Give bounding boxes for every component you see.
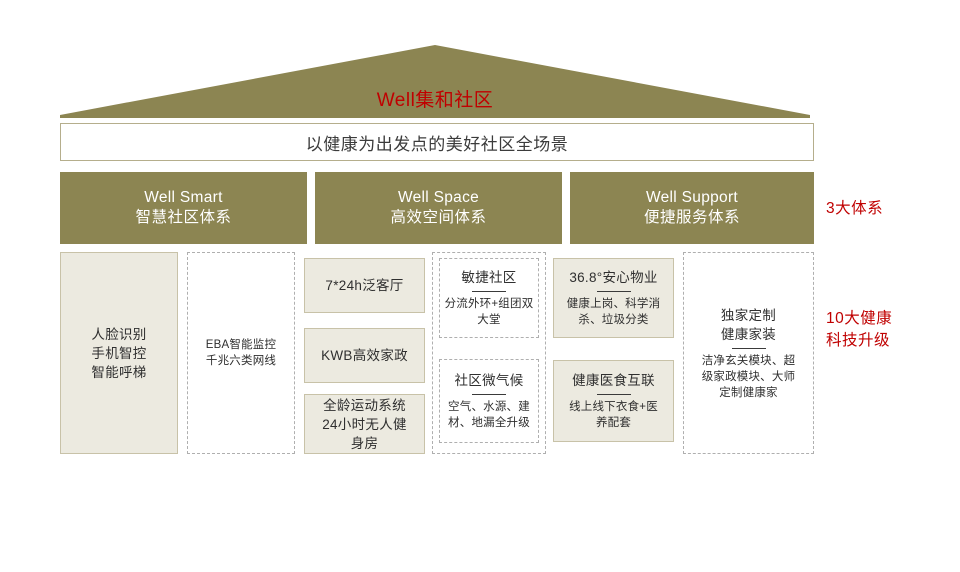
feature-column-space-left: 7*24h泛客厅 KWB高效家政 全龄运动系统 24小时无人健 身房 [304,252,425,457]
divider-rule [472,394,506,395]
divider-rule [596,291,631,292]
feature-column-support-left: 36.8°安心物业 健康上岗、科学消 杀、垃圾分类 健康医食互联 线上线下衣食+… [553,252,674,457]
feature-card-title: 健康医食互联 [572,373,655,388]
pillar-header-row: Well Smart 智慧社区体系 Well Space 高效空间体系 Well… [60,172,814,244]
feature-card-title: 7*24h泛客厅 [325,278,404,293]
pillar-header-well-space[interactable]: Well Space 高效空间体系 [315,172,562,244]
feature-line: EBA智能监控 [205,339,277,351]
pillar-header-cn: 高效空间体系 [390,209,487,226]
roof-triangle-icon [60,45,810,118]
feature-line: 手机智控 [91,345,147,361]
annotation-three-systems: 3大体系 [826,200,884,217]
pillar-header-en: Well Space [397,189,480,206]
feature-card-724h-lounge[interactable]: 7*24h泛客厅 [304,258,425,313]
feature-card-desc: 空气、水源、建 材、地漏全升级 [448,401,530,429]
feature-card-desc: 线上线下衣食+医 养配套 [569,401,658,429]
feature-card-health-food-internet[interactable]: 健康医食互联 线上线下衣食+医 养配套 [553,360,674,442]
feature-card-desc: 洁净玄关模块、超 级家政模块、大师 定制健康家 [701,354,796,399]
feature-card-agile-community[interactable]: 敏捷社区 分流外环+组团双 大堂 [439,258,539,338]
feature-card-all-age-fitness[interactable]: 全龄运动系统 24小时无人健 身房 [304,394,425,454]
feature-group-agile-community: 敏捷社区 分流外环+组团双 大堂 社区微气候 空气、水源、建 材、地漏全升级 [432,252,546,454]
feature-card-title: KWB高效家政 [321,348,408,363]
feature-card-title: 36.8°安心物业 [569,270,658,285]
feature-line: 人脸识别 [91,326,147,342]
title-bar-text: 以健康为出发点的美好社区全场景 [305,134,569,154]
roof-shape: Well集和社区 [60,45,810,118]
pillar-header-cn: 便捷服务体系 [643,209,740,226]
pillar-header-cn: 智慧社区体系 [135,209,232,226]
pillar-header-well-support[interactable]: Well Support 便捷服务体系 [570,172,814,244]
feature-card-title: 全龄运动系统 24小时无人健 身房 [322,397,407,451]
feature-line: 智能呼梯 [91,364,147,380]
annotation-ten-upgrades: 10大健康 科技升级 [826,310,893,349]
feature-card-368-property[interactable]: 36.8°安心物业 健康上岗、科学消 杀、垃圾分类 [553,258,674,338]
feature-card-microclimate[interactable]: 社区微气候 空气、水源、建 材、地漏全升级 [439,359,539,443]
pillar-header-well-smart[interactable]: Well Smart 智慧社区体系 [60,172,307,244]
pillar-header-en: Well Smart [144,189,223,206]
divider-rule [731,347,766,349]
feature-line: 千兆六类网线 [205,355,277,367]
feature-card-kwb-housekeeping[interactable]: KWB高效家政 [304,328,425,383]
feature-card-title: 社区微气候 [454,373,524,388]
feature-card-custom-healthy-interior[interactable]: 独家定制 健康家装 洁净玄关模块、超 级家政模块、大师 定制健康家 [683,252,814,454]
feature-card-desc: 健康上岗、科学消 杀、垃圾分类 [566,298,661,326]
feature-card-desc: 分流外环+组团双 大堂 [444,298,534,326]
title-bar: 以健康为出发点的美好社区全场景 [60,123,814,161]
divider-rule [472,291,506,292]
content-row: 人脸识别 手机智控 智能呼梯 EBA智能监控 千兆六类网线 7*24h泛客厅 K… [60,252,814,457]
divider-rule [596,394,631,395]
feature-card-face-recognition[interactable]: 人脸识别 手机智控 智能呼梯 [60,252,178,454]
feature-card-title: 独家定制 健康家装 [720,307,777,342]
roof-label: Well集和社区 [376,90,494,111]
feature-card-title: 敏捷社区 [461,270,517,285]
feature-card-eba-monitoring[interactable]: EBA智能监控 千兆六类网线 [187,252,295,454]
pillar-header-en: Well Support [645,189,739,206]
